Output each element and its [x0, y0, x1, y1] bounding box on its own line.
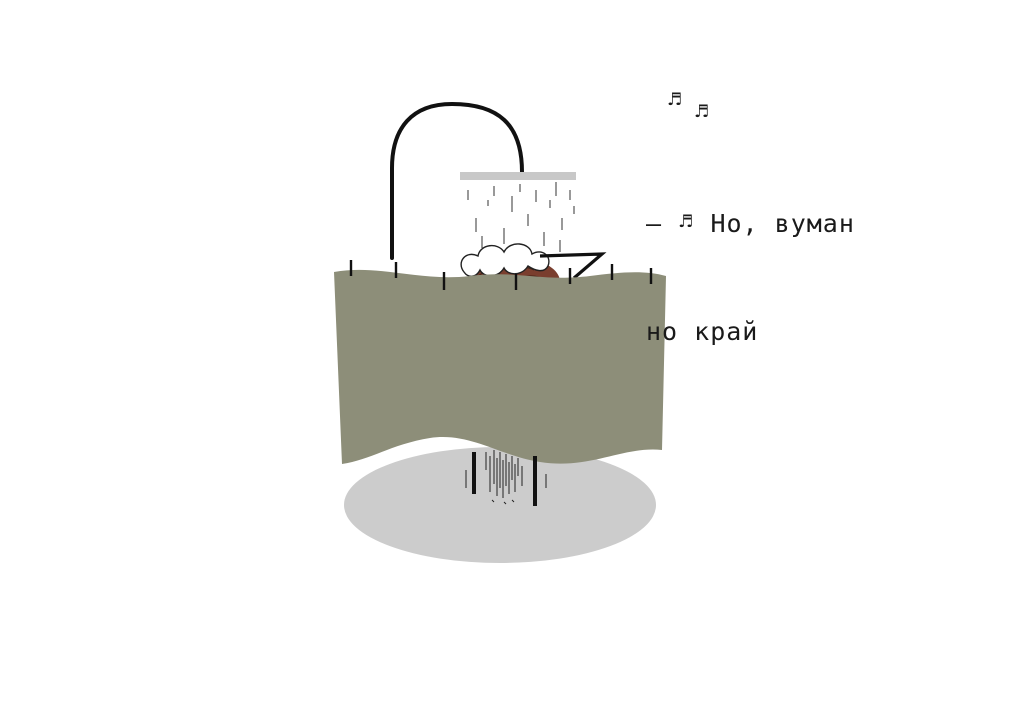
- caption-line-2: но край: [646, 317, 759, 346]
- shower-curtain: [334, 269, 666, 464]
- shower-head-icon: [460, 172, 576, 180]
- water-drops: [467, 182, 575, 252]
- speech-caption: – ♬ Но, вуман но край: [646, 134, 855, 386]
- water-streaks: [465, 450, 547, 505]
- floor-shadow: [344, 447, 656, 563]
- caption-text-1: Но, вуман: [710, 209, 855, 238]
- curtain-rings: [349, 260, 653, 290]
- music-note-icon: ♬: [667, 90, 683, 110]
- music-note-icon: ♬: [678, 212, 695, 232]
- caption-line-1: – ♬ Но, вуман: [646, 206, 855, 242]
- person-arm: [539, 252, 607, 280]
- person-legs: [472, 452, 537, 506]
- caption-dash: –: [646, 209, 663, 238]
- music-note-icon: ♬: [694, 102, 710, 122]
- shower-pipe: [390, 101, 524, 260]
